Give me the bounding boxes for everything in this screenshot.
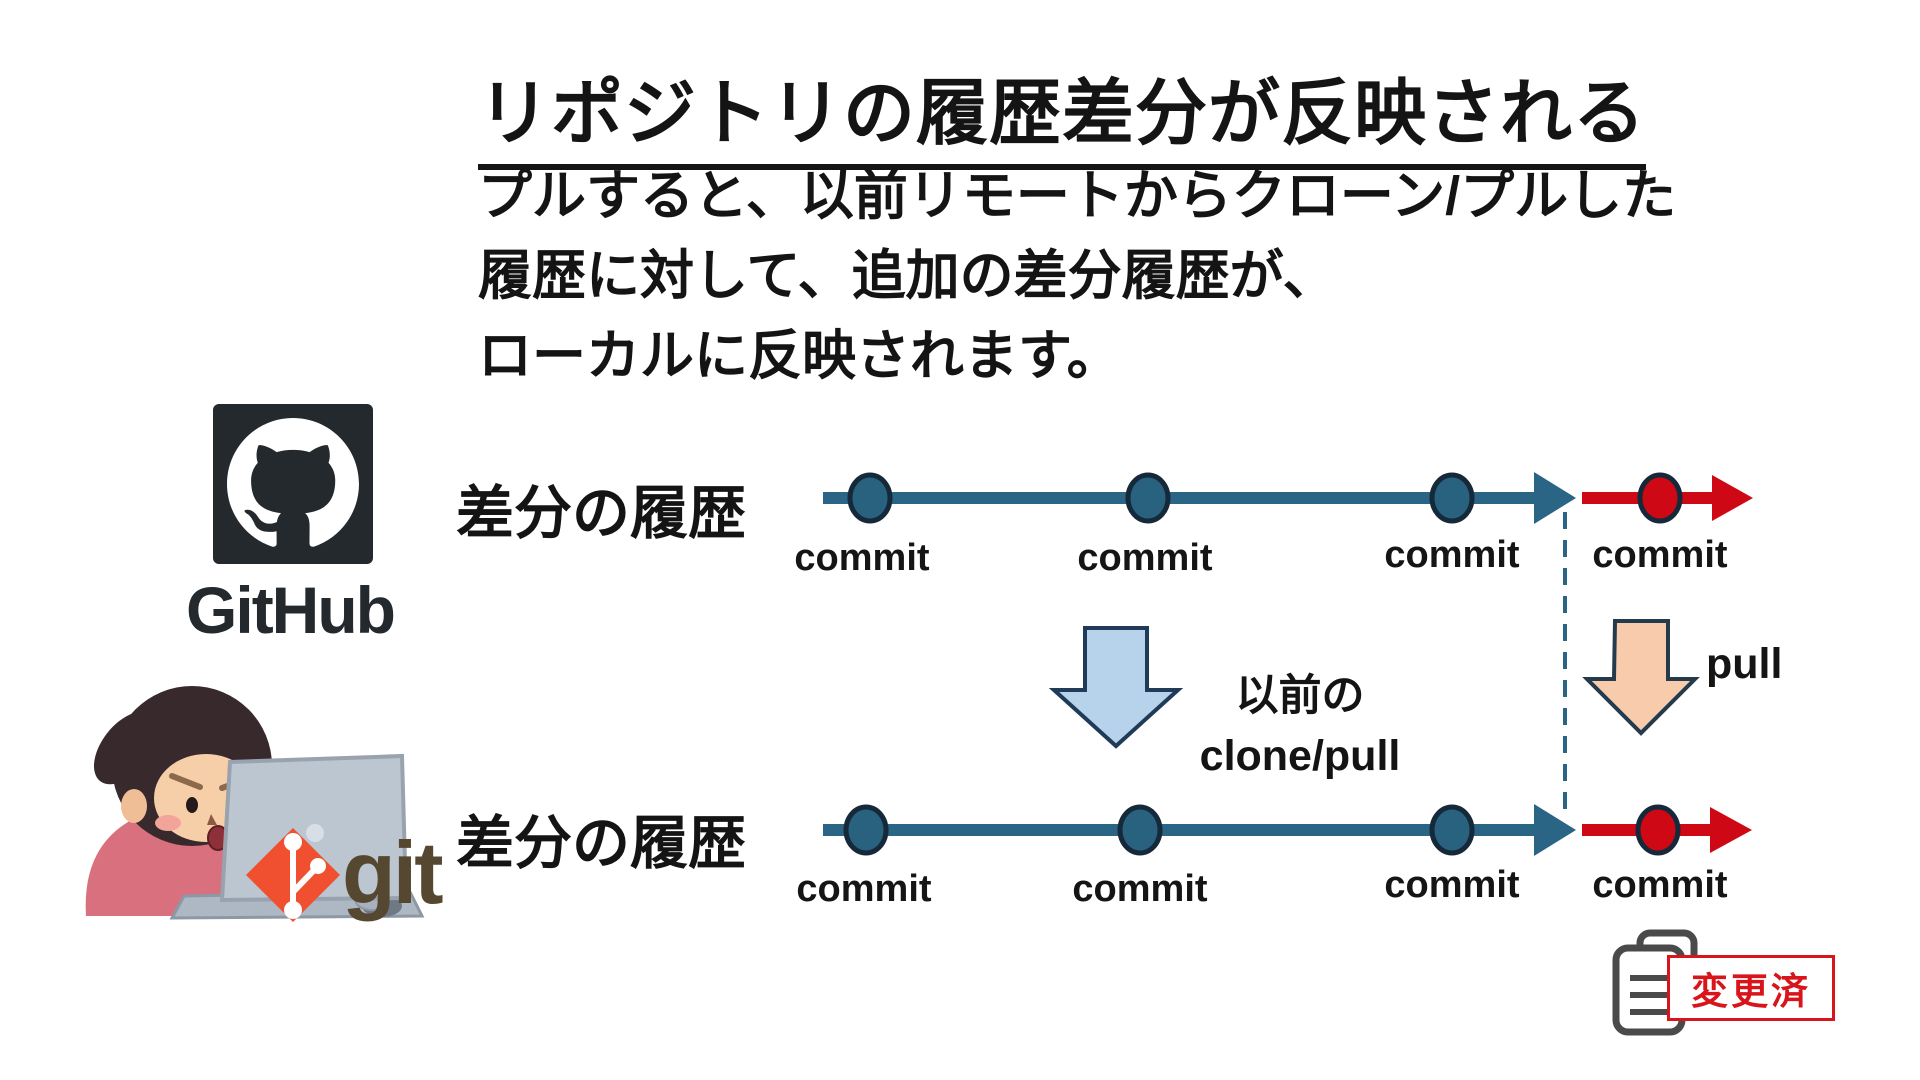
- remote-new-commit-node: [1637, 472, 1683, 524]
- remote-commit-label: commit: [794, 537, 930, 579]
- clone-arrow-label-line2: clone/pull: [1199, 732, 1401, 780]
- remote-commit-node: [1125, 472, 1171, 524]
- clone-arrow-label: 以前の clone/pull: [1160, 666, 1440, 786]
- clone-arrow-label-line1: 以前の: [1235, 672, 1365, 720]
- remote-new-history-arrowhead-icon: [1712, 475, 1753, 521]
- local-timeline: [823, 804, 1752, 856]
- local-commit-label: commit: [1384, 864, 1520, 906]
- local-commit-label: commit: [796, 868, 932, 910]
- local-new-commit-label: commit: [1592, 864, 1728, 906]
- laptop-lid-dot: [306, 824, 324, 842]
- local-new-history-arrowhead-icon: [1710, 807, 1752, 853]
- blush-left: [155, 815, 181, 831]
- octocat-icon: [227, 418, 359, 547]
- hair-fringe: [156, 728, 256, 774]
- git-diamond-icon: [246, 828, 340, 922]
- github-wordmark: GitHub: [186, 573, 396, 647]
- git-wordmark: git: [342, 823, 444, 922]
- subtitle-line-1: プルすると、以前リモートからクローン/プルした: [478, 166, 1677, 226]
- remote-commit-node: [847, 472, 893, 524]
- local-commit-node: [1429, 804, 1475, 856]
- remote-timeline-arrowhead-icon: [1534, 472, 1576, 524]
- local-commit-node: [843, 804, 889, 856]
- eye-left: [186, 797, 198, 813]
- eyebrow-left: [169, 773, 203, 790]
- pull-arrow-label: pull: [1706, 640, 1783, 688]
- person-at-laptop-illustration: [85, 686, 425, 922]
- subtitle: プルすると、以前リモートからクローン/プルした 履歴に対して、追加の差分履歴が、…: [478, 156, 1676, 396]
- remote-commit-label: commit: [1077, 537, 1213, 579]
- remote-timeline-label: 差分の履歴: [456, 481, 747, 546]
- local-commit-label: commit: [1072, 868, 1208, 910]
- nose: [207, 814, 217, 825]
- remote-commit-label: commit: [1384, 534, 1520, 576]
- local-timeline-label: 差分の履歴: [456, 811, 747, 876]
- ear: [121, 789, 147, 823]
- remote-new-commit-label: commit: [1592, 534, 1728, 576]
- remote-commit-node: [1429, 472, 1475, 524]
- local-timeline-arrowhead-icon: [1534, 804, 1576, 856]
- subtitle-line-3: ローカルに反映されます。: [478, 326, 1121, 386]
- local-commit-node: [1117, 804, 1163, 856]
- changed-status-badge: 変更済: [1667, 955, 1835, 1021]
- local-new-commit-node: [1635, 804, 1681, 856]
- subtitle-line-2: 履歴に対して、追加の差分履歴が、: [478, 246, 1337, 306]
- clone-down-arrow-icon: [1048, 626, 1184, 749]
- page-title: リポジトリの履歴差分が反映される: [478, 54, 1647, 170]
- pull-down-arrow-icon: [1582, 619, 1700, 736]
- github-logo: [213, 404, 373, 564]
- remote-timeline: [823, 472, 1753, 524]
